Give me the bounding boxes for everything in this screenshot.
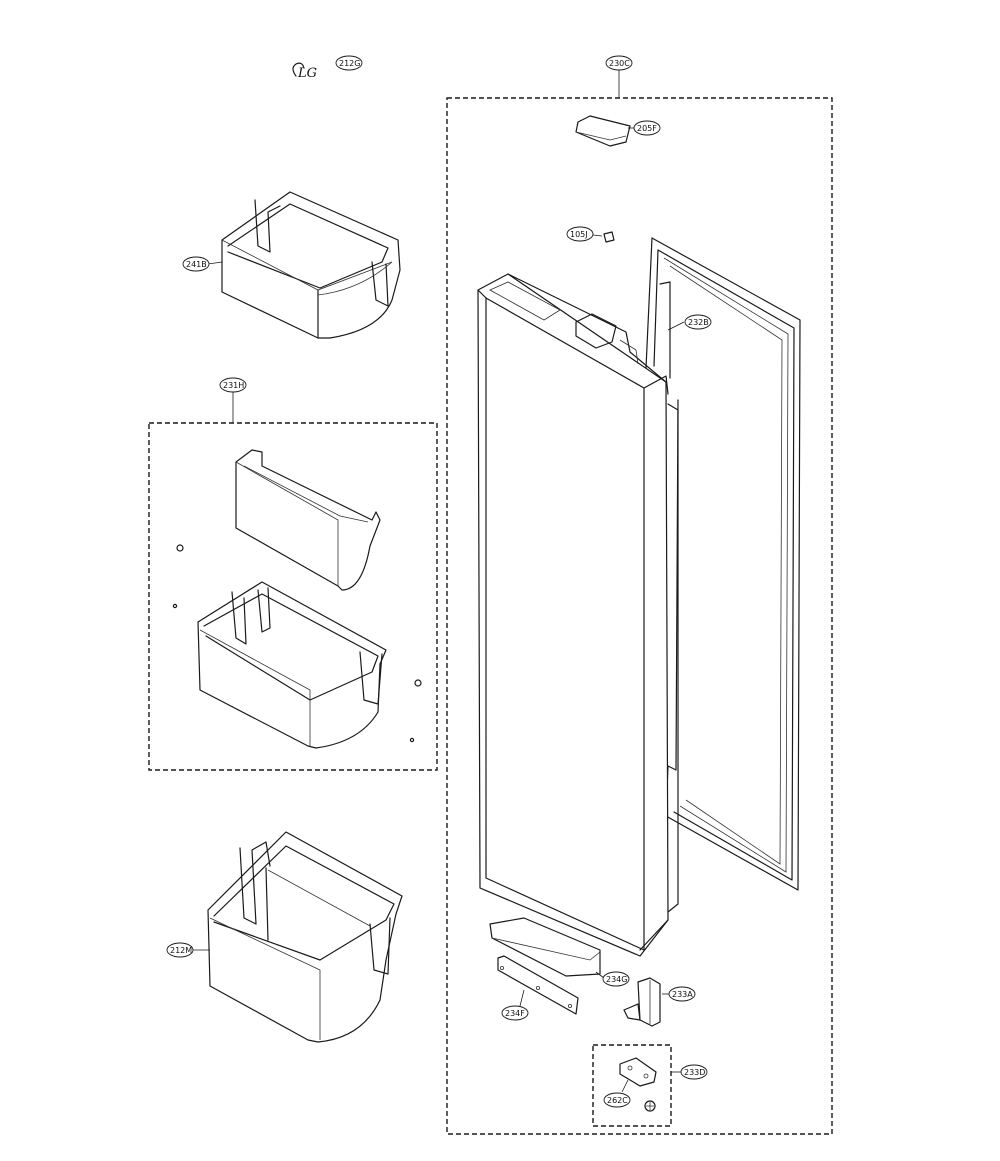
svg-text:212G: 212G xyxy=(339,59,360,68)
callout-234g: 234G xyxy=(602,971,630,987)
svg-text:205F: 205F xyxy=(637,124,657,133)
door-gasket xyxy=(645,237,801,891)
leader-234f xyxy=(519,989,525,1007)
svg-text:234G: 234G xyxy=(606,975,627,984)
hinge-cap xyxy=(575,115,631,147)
hinge-plate xyxy=(619,1057,657,1087)
leader-234g xyxy=(595,971,605,979)
door-bottom-trim xyxy=(489,917,601,977)
svg-text:232B: 232B xyxy=(688,318,709,327)
svg-text:233A: 233A xyxy=(672,990,693,999)
small-clip xyxy=(603,231,615,243)
svg-text:234F: 234F xyxy=(505,1009,525,1018)
door-bin-upper xyxy=(221,191,401,339)
callout-234f: 234F xyxy=(501,1005,529,1021)
svg-text:241B: 241B xyxy=(186,260,207,269)
svg-text:231H: 231H xyxy=(223,381,244,390)
svg-text:230C: 230C xyxy=(609,59,630,68)
svg-text:233D: 233D xyxy=(684,1068,705,1077)
assembly-box-230c xyxy=(446,97,833,1135)
callout-105j: 105J xyxy=(566,226,594,242)
svg-text:105J: 105J xyxy=(570,230,588,239)
svg-text:212M: 212M xyxy=(170,946,192,955)
door-shelf-small xyxy=(235,449,381,591)
svg-text:262C: 262C xyxy=(607,1096,628,1105)
callout-233a: 233A xyxy=(668,986,696,1002)
door-bin-middle xyxy=(197,581,387,749)
door-bottom-strip xyxy=(497,955,579,1015)
callout-233d: 233D xyxy=(680,1064,708,1080)
callout-212g: 212G xyxy=(335,55,363,71)
callout-230c: 230C xyxy=(605,55,633,71)
screws-231h xyxy=(172,544,422,743)
callout-231h: 231H xyxy=(219,377,247,393)
callout-212m: 212M xyxy=(166,942,194,958)
door-bin-lower xyxy=(207,831,403,1043)
callout-205f: 205F xyxy=(633,120,661,136)
leader-262c xyxy=(621,1079,629,1093)
leader-232b xyxy=(667,321,685,331)
logo-text: LG xyxy=(297,66,317,81)
hinge-screw xyxy=(644,1100,656,1112)
door-stopper xyxy=(623,977,661,1027)
leader-241b xyxy=(207,261,223,265)
assembly-box-231h xyxy=(148,422,438,771)
leader-105j xyxy=(592,234,603,237)
door-panel xyxy=(477,273,679,957)
callout-262c: 262C xyxy=(603,1092,631,1108)
callout-241b: 241B xyxy=(182,256,210,272)
assembly-box-233d xyxy=(592,1044,672,1127)
callout-232b: 232B xyxy=(684,314,712,330)
lg-logo: LG xyxy=(292,62,317,81)
